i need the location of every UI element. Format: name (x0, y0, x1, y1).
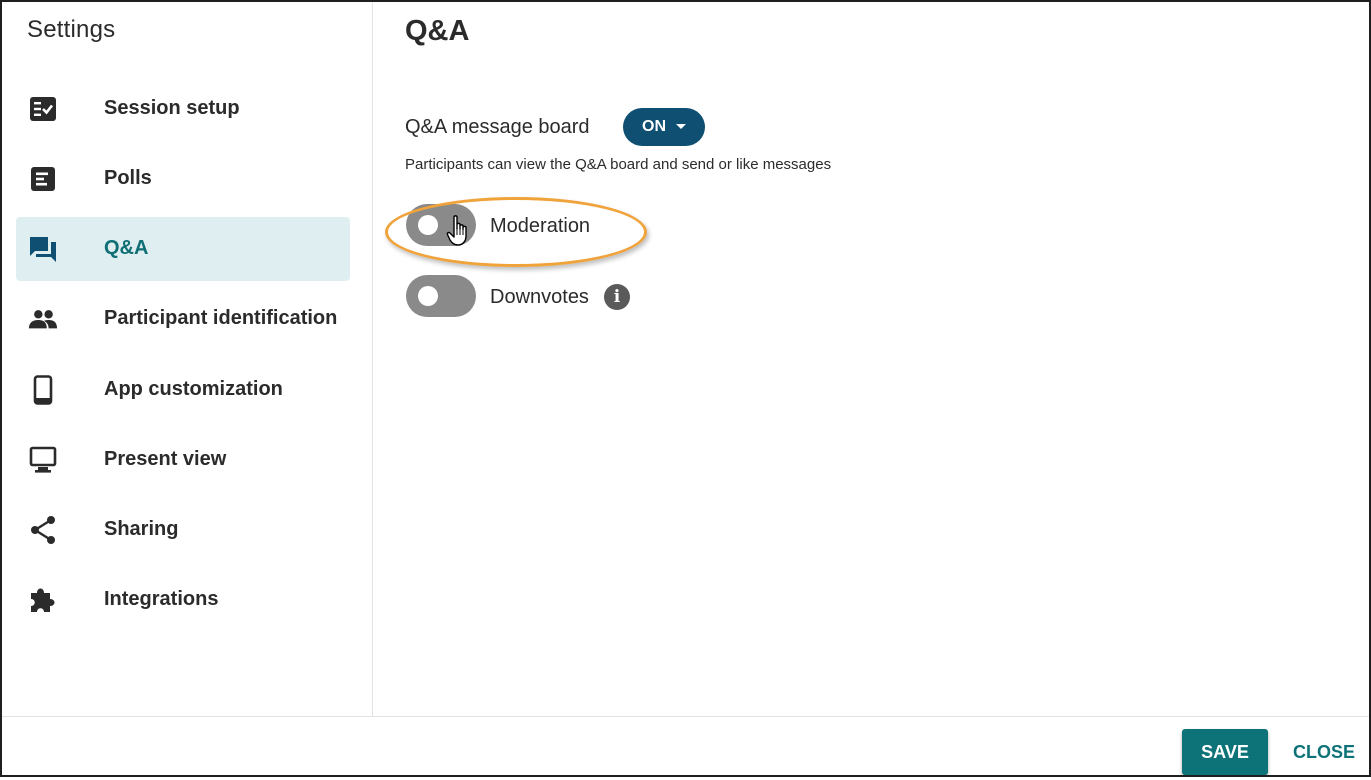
downvotes-toggle[interactable] (406, 275, 476, 317)
sidebar-item-polls[interactable]: Polls (16, 147, 350, 211)
sidebar-item-label: Sharing (104, 518, 179, 540)
sidebar-item-qa[interactable]: Q&A (16, 217, 350, 281)
sidebar-item-label: Polls (104, 167, 152, 189)
info-icon[interactable]: i (604, 284, 630, 310)
sidebar-item-label: Session setup (104, 97, 240, 119)
moderation-toggle[interactable] (406, 204, 476, 246)
toggle-knob (418, 286, 438, 306)
sidebar-item-sharing[interactable]: Sharing (16, 498, 350, 562)
sidebar-item-participant-identification[interactable]: Participant identification (16, 287, 350, 351)
people-icon (28, 305, 58, 333)
forum-icon (28, 235, 58, 263)
sidebar-item-app-customization[interactable]: App customization (16, 358, 350, 422)
downvotes-label: Downvotes (490, 286, 589, 308)
save-button[interactable]: SAVE (1182, 729, 1268, 775)
sidebar-item-label: Participant identification (104, 307, 338, 329)
sidebar-item-label: Integrations (104, 588, 219, 610)
checklist-icon (28, 95, 58, 123)
moderation-label: Moderation (490, 215, 591, 237)
poll-icon (28, 165, 58, 193)
puzzle-icon (28, 586, 58, 614)
sidebar-item-session-setup[interactable]: Session setup (16, 77, 350, 141)
toggle-knob (418, 215, 438, 235)
sidebar-item-present-view[interactable]: Present view (16, 428, 350, 492)
settings-content: Q&A Q&A message board ON Participants ca… (373, 2, 1369, 716)
dropdown-value: ON (642, 118, 666, 135)
settings-sidebar: Settings Session setup (2, 2, 373, 716)
monitor-icon (28, 446, 58, 474)
message-board-dropdown[interactable]: ON (623, 108, 705, 146)
sidebar-item-label: App customization (104, 378, 283, 400)
sidebar-title: Settings (27, 16, 116, 43)
close-button[interactable]: CLOSE (1292, 741, 1355, 762)
caret-down-icon (676, 123, 686, 129)
message-board-helper-text: Participants can view the Q&A board and … (405, 156, 832, 173)
sidebar-item-label: Present view (104, 448, 227, 470)
smartphone-icon (28, 375, 58, 405)
sidebar-item-integrations[interactable]: Integrations (16, 568, 350, 632)
message-board-label: Q&A message board (405, 116, 590, 138)
dialog-footer: SAVE CLOSE (2, 716, 1369, 775)
sidebar-item-label: Q&A (104, 237, 149, 259)
page-title: Q&A (405, 15, 470, 47)
share-icon (28, 516, 58, 544)
